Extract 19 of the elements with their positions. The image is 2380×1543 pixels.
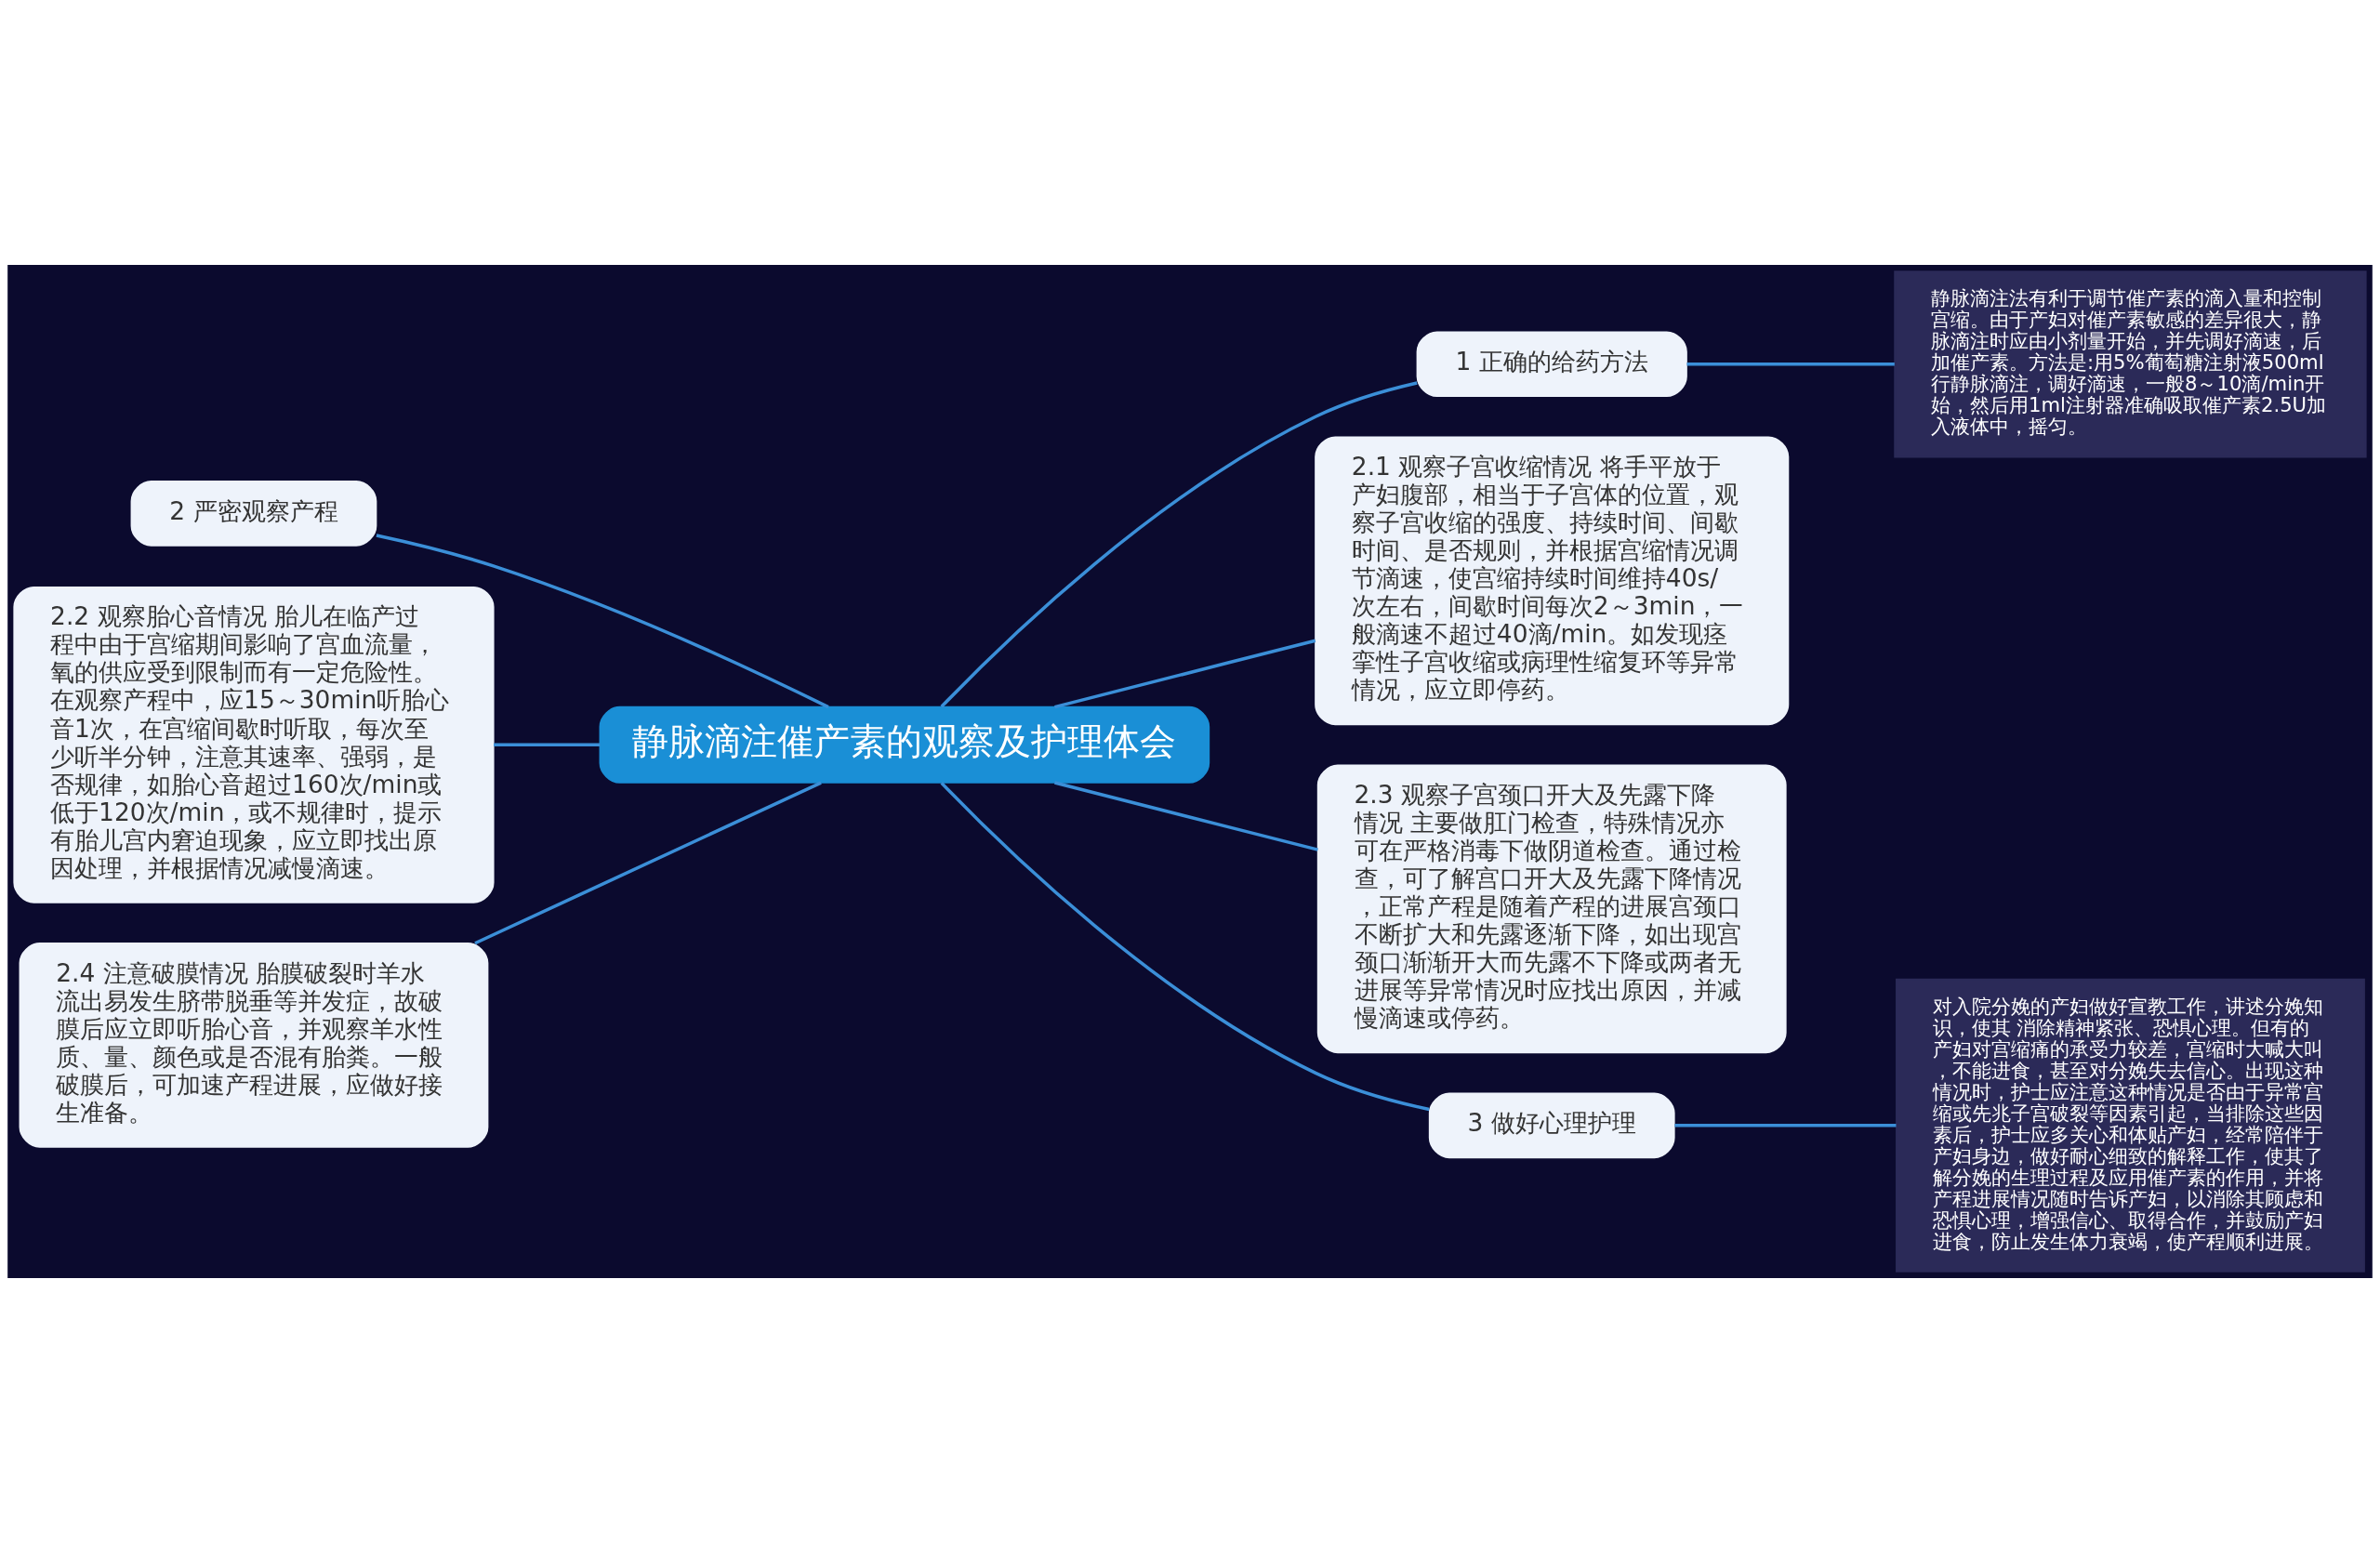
connector xyxy=(376,534,829,709)
node-box: 3 做好心理护理 xyxy=(1428,1092,1675,1159)
node-box: 2.3 观察子宫颈口开大及先露下降情况 主要做肛门检查，特殊情况亦可在严格消毒下做阴道检查。通过检查，可了解宫口开大及先露下降情况，正常产程是随着产程的进展宫颈口不断扩大和先露逐渐下降，如出现宫颈口渐渐开大而先露不下降或两者无进展等异常情况时应找出原因，并减慢滴速或停药。 xyxy=(1316,764,1787,1054)
node-box: 2.4 注意破膜情况 胎膜破裂时羊水流出易发生脐带脱垂等并发症，故破膜后应立即听胎心音，并观察羊水性质、量、颜色或是否混有胎粪。一般破膜后，可加速产程进展，应做好接生准备。 xyxy=(19,943,489,1148)
node-box: 2.1 观察子宫收缩情况 将手平放于产妇腹部，相当于子宫体的位置，观察子宫收缩的强度、持续时间、间歇时间、是否规则，并根据宫缩情况调节滴速，使宫缩持续时间维持40s/次左右，间歇时间每次2～3min，一般滴速不超过40滴/min。如发现痉挛性子宫收缩或病理性缩复环等异常情况，应立即停药。 xyxy=(1315,436,1790,726)
connector xyxy=(474,781,822,945)
node-box: 对入院分娩的产妇做好宣教工作，讲述分娩知识，使其 消除精神紧张、恐惧心理。但有的产妇对宫缩痛的承受力较差，宫缩时大喊大叫，不能进食，甚至对分娩失去信心。出现这种情况时，护士应注意这种情况是否由于异常宫缩或先兆子宫破裂等因素引起，当排除这些因素后，护士应多关心和体贴产妇，经常陪伴于产妇身边，做好耐心细致的解释工作，使其了解分娩的生理过程及应用催产素的作用，并将产程进展情况随时告诉产妇，以消除其顾虑和恐惧心理，增强信心、取得合作，并鼓励产妇进食，防止发生体力衰竭，使产程顺利进展。 xyxy=(1896,978,2365,1273)
node-box: 静脉滴注法有利于调节催产素的滴入量和控制宫缩。由于产妇对催产素敏感的差异很大，静脉滴注时应由小剂量开始，并先调好滴速，后加催产素。方法是:用5%葡萄糖注射液500ml行静脉滴注，调好滴速，一般8～10滴/min开始，然后用1ml注射器准确吸取催产素2.5U加入液体中，摇匀。 xyxy=(1894,270,2367,458)
connector xyxy=(1054,639,1316,709)
node-box: 2 严密观察产程 xyxy=(130,481,377,547)
connector xyxy=(1686,363,1895,366)
connector xyxy=(1054,781,1318,851)
connector xyxy=(940,782,1430,1112)
connector xyxy=(1674,1124,1897,1128)
node-box: 2.2 观察胎心音情况 胎儿在临产过程中由于宫缩期间影响了宫血流量，氧的供应受到限制而有一定危险性。在观察产程中，应15～30min听胎心音1次，在宫缩间歇时听取，每次至少听半分钟，注意其速率、强弱，是否规律，如胎心音超过160次/min或低于120次/min，或不规律时，提示有胎儿宫内窘迫现象，应立即找出原因处理，并根据情况减慢滴速。 xyxy=(13,586,495,903)
connector xyxy=(940,381,1418,708)
connector xyxy=(494,743,601,747)
node-box: 1 正确的给药方法 xyxy=(1416,331,1687,398)
node-box: 静脉滴注催产素的观察及护理体会 xyxy=(599,706,1210,784)
